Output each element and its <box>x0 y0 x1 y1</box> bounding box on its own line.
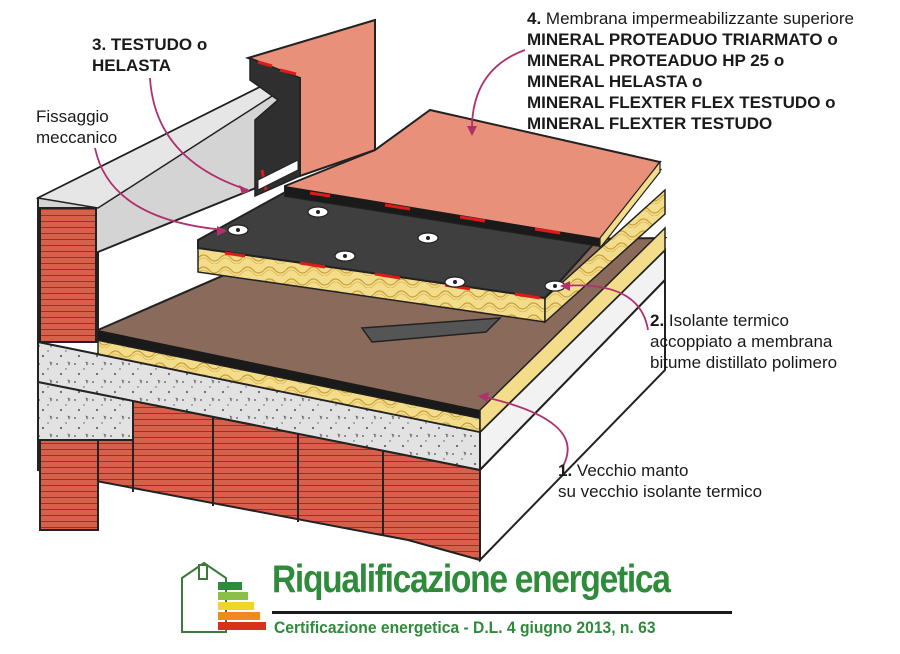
label-edge-membrane-line2: HELASTA <box>92 56 172 75</box>
label-top-membrane-product-5: MINERAL FLEXTER TESTUDO <box>527 114 773 133</box>
label-top-membrane-product-3: MINERAL HELASTA o <box>527 72 703 91</box>
label-top-membrane-product-4: MINERAL FLEXTER FLEX TESTUDO o <box>527 93 836 112</box>
label-fixing-line2: meccanico <box>36 128 118 147</box>
label-top-membrane-number: 4. <box>527 9 542 28</box>
label-insulation-line3: bitume distillato polimero <box>650 353 838 372</box>
arrow-insulation <box>561 284 649 331</box>
label-top-membrane-product-2: MINERAL PROTEADUO HP 25 o <box>527 51 785 70</box>
label-old-roof-line2: su vecchio isolante termico <box>558 482 763 501</box>
upstand-side <box>249 56 301 198</box>
top-membrane-edge <box>285 186 600 246</box>
label-top-membrane: 4. Membrana impermeabilizzante superiore… <box>527 8 854 134</box>
arrow-old-roof <box>479 395 569 469</box>
label-old-roof-number: 1. <box>558 461 573 480</box>
energy-house-logo <box>181 561 266 633</box>
footer-rule <box>272 611 732 614</box>
callout-arrows <box>94 49 649 469</box>
arrow-fixing <box>94 147 226 231</box>
label-edge-membrane-line1: TESTUDO o <box>110 35 208 54</box>
old-roof-side <box>479 226 666 434</box>
label-fixing-line1: Fissaggio <box>36 107 109 126</box>
top-membrane-side <box>599 160 661 250</box>
label-top-membrane-product-1: MINERAL PROTEADUO TRIARMATO o <box>527 30 838 49</box>
arrow-testudo <box>149 77 249 191</box>
footer-subtitle: Certificazione energetica - D.L. 4 giugn… <box>274 618 656 637</box>
footer-title: Riqualificazione energetica <box>272 558 671 601</box>
building-side <box>479 277 666 563</box>
label-edge-membrane: 3. TESTUDO o HELASTA <box>92 34 207 76</box>
arrow-membrane <box>471 49 526 135</box>
membrane-cut-flap <box>360 317 502 343</box>
label-fixing: Fissaggio meccanico <box>36 106 117 148</box>
label-top-membrane-title: Membrana impermeabilizzante superiore <box>545 9 854 28</box>
arrow-heads <box>217 126 570 402</box>
label-old-roof-line1: Vecchio manto <box>576 461 689 480</box>
new-insulation-side <box>544 188 666 324</box>
upstand-flashing <box>257 159 299 191</box>
label-old-roof: 1. Vecchio manto su vecchio isolante ter… <box>558 460 762 502</box>
parapet-brick-column <box>39 207 97 343</box>
brick-column-base <box>39 439 99 531</box>
label-insulation-line1: Isolante termico <box>668 311 789 330</box>
label-insulation: 2. Isolante termico accoppiato a membran… <box>650 310 837 373</box>
label-insulation-line2: accoppiato a membrana <box>650 332 833 351</box>
top-membrane-red-strips <box>309 191 561 235</box>
label-edge-membrane-number: 3. <box>92 35 107 54</box>
label-insulation-number: 2. <box>650 311 665 330</box>
old-roof-membrane-edge <box>98 330 480 418</box>
